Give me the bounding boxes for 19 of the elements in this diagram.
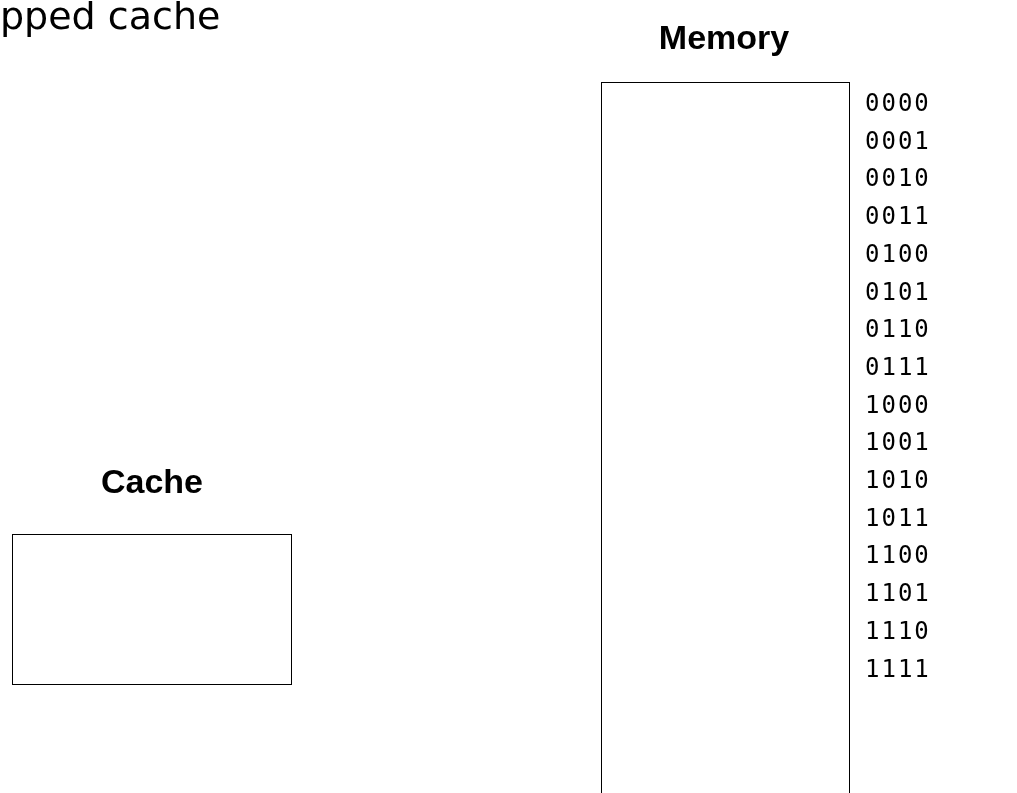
heading: Cache <box>100 462 204 501</box>
address-label: 1010 <box>865 466 931 494</box>
address-label: 1101 <box>865 579 931 608</box>
address-label: 0111 <box>865 352 931 381</box>
address-label: 0101 <box>865 277 931 306</box>
address-label: 0110 <box>865 315 931 344</box>
address-label: 1111 <box>865 654 931 683</box>
heading: Memory <box>658 18 790 57</box>
address-label: 0011 <box>865 202 931 231</box>
address-label: 0010 <box>865 164 931 193</box>
address-label: 1000 <box>865 390 931 419</box>
address-label: 1110 <box>865 616 931 645</box>
address-label: 1100 <box>865 541 931 570</box>
address-label: 0001 <box>865 126 931 155</box>
address-label: 0000 <box>865 89 931 117</box>
address-label: 1001 <box>865 428 931 457</box>
title: pped cache <box>0 0 221 38</box>
address-label: 0100 <box>865 239 931 268</box>
address-label: 1011 <box>865 503 931 532</box>
